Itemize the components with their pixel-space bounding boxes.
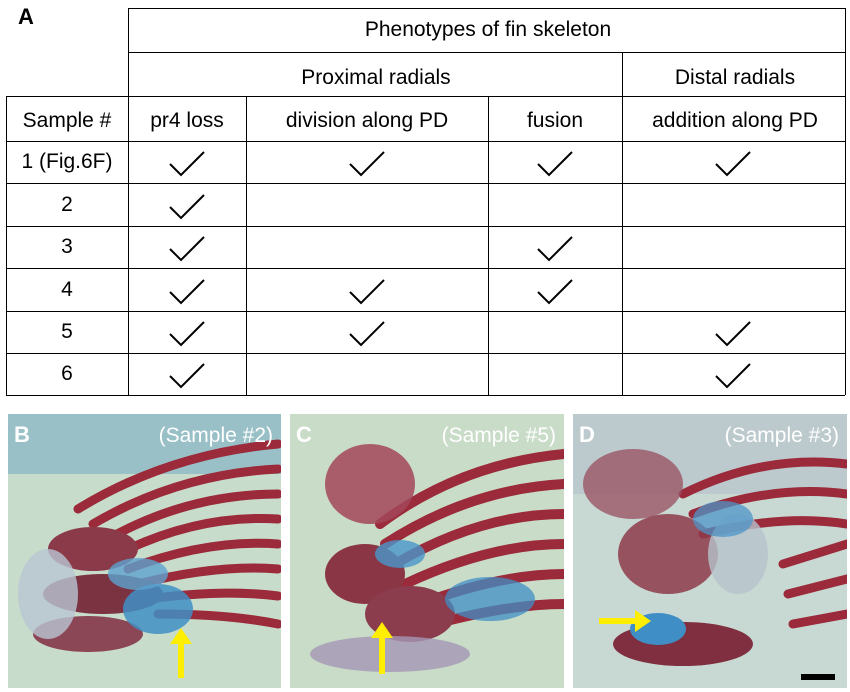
photo-panel-d: D (Sample #3) <box>573 414 847 688</box>
table-h-rule <box>128 52 845 53</box>
table-row-sample: 2 <box>61 192 73 216</box>
fin-image-b <box>8 414 281 688</box>
fin-image-d <box>573 414 847 688</box>
table-h-rule <box>6 395 845 396</box>
table-v-rule <box>6 96 7 395</box>
table-h-rule <box>6 268 845 269</box>
scale-bar <box>801 674 835 680</box>
table-v-rule <box>622 52 623 395</box>
group-header-proximal: Proximal radials <box>301 66 451 89</box>
checkmark-icon <box>169 236 205 262</box>
table-row-sample: 3 <box>61 235 73 258</box>
photo-panel-b: B (Sample #2) <box>8 414 281 688</box>
checkmark-icon <box>169 151 205 177</box>
arrow-up-icon <box>170 628 192 678</box>
panel-label-a: A <box>18 4 34 29</box>
panel-label-b: B <box>14 422 30 447</box>
col-header-fusion: fusion <box>526 109 584 132</box>
table-row-sample: 4 <box>61 277 73 301</box>
arrow-right-icon <box>599 610 651 632</box>
table-v-rule <box>845 8 846 395</box>
table-h-rule <box>6 141 845 142</box>
checkmark-icon <box>169 193 205 219</box>
group-header-distal: Distal radials <box>674 66 796 89</box>
table-h-rule <box>6 183 845 184</box>
checkmark-icon <box>169 321 205 347</box>
table-row-sample: 5 <box>61 320 73 343</box>
col-header-division: division along PD <box>285 109 449 132</box>
table-v-rule <box>488 96 489 395</box>
table-h-rule <box>6 226 845 227</box>
table-row-sample: 6 <box>61 362 73 385</box>
table-h-rule <box>6 353 845 354</box>
col-header-sample: Sample # <box>22 109 112 132</box>
checkmark-icon <box>537 278 573 304</box>
col-header-addition: addition along PD <box>652 109 818 132</box>
col-header-pr4-loss: pr4 loss <box>150 109 224 132</box>
checkmark-icon <box>537 151 573 177</box>
checkmark-icon <box>715 151 751 177</box>
checkmark-icon <box>715 321 751 347</box>
panel-label-d: D <box>579 422 595 447</box>
table-v-rule <box>128 8 129 395</box>
table-row-sample: 1 (Fig.6F) <box>21 150 113 173</box>
table-h-rule <box>6 96 845 97</box>
arrow-up-icon <box>371 622 393 674</box>
photo-panel-c: C (Sample #5) <box>290 414 564 688</box>
sample-caption-b: (Sample #2) <box>158 424 273 447</box>
checkmark-icon <box>349 278 385 304</box>
sample-caption-d: (Sample #3) <box>724 424 839 447</box>
panel-label-c: C <box>296 422 312 447</box>
table-h-rule <box>6 311 845 312</box>
checkmark-icon <box>349 321 385 347</box>
table-top-header: Phenotypes of fin skeleton <box>364 18 612 41</box>
table-h-rule <box>128 8 845 9</box>
checkmark-icon <box>349 151 385 177</box>
checkmark-icon <box>715 363 751 389</box>
fin-image-c <box>290 414 564 688</box>
table-v-rule <box>246 96 247 395</box>
checkmark-icon <box>537 236 573 262</box>
checkmark-icon <box>169 363 205 389</box>
checkmark-icon <box>169 278 205 304</box>
sample-caption-c: (Sample #5) <box>441 424 556 447</box>
phenotype-table: Phenotypes of fin skeleton Proximal radi… <box>6 8 846 396</box>
